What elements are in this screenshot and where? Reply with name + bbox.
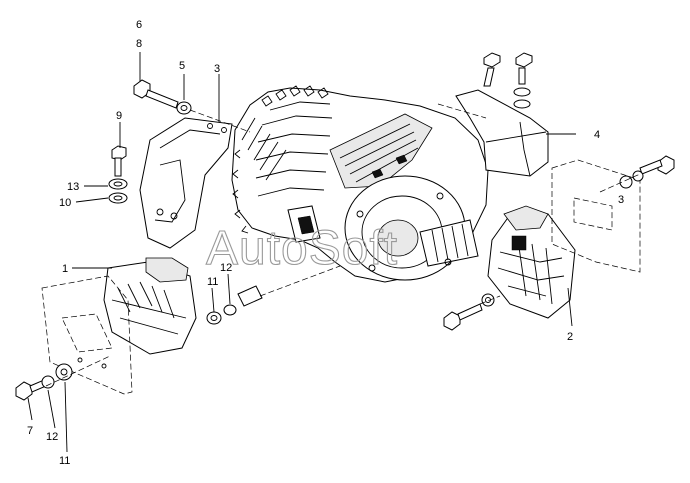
- callout-3-right: 3: [618, 194, 624, 206]
- callout-11-mid: 11: [207, 276, 218, 288]
- left-mounting-bracket: [139, 117, 233, 249]
- callout-1: 1: [62, 263, 68, 275]
- callout-12-mid: 12: [220, 262, 232, 274]
- callout-8: 8: [136, 38, 142, 50]
- leader-lines: [27, 52, 641, 453]
- callout-4: 4: [594, 129, 600, 141]
- callout-9: 9: [116, 110, 122, 122]
- callout-6: 6: [136, 19, 142, 31]
- callout-7: 7: [27, 425, 33, 437]
- right-frame-plate: [551, 159, 641, 273]
- callout-11-bottom: 11: [59, 455, 70, 467]
- left-frame-plate: [41, 275, 133, 395]
- callout-labels: 6 8 5 3 9 13 10 1 12 11 4 3 2 7 12 11: [27, 19, 624, 467]
- right-top-bracket: [437, 89, 549, 177]
- left-engine-mount: [103, 257, 197, 355]
- transmission-housing: [231, 85, 489, 283]
- callout-13: 13: [67, 181, 79, 193]
- callout-2: 2: [567, 331, 573, 343]
- callout-5: 5: [179, 60, 185, 72]
- watermark-text: AutoSoft: [206, 222, 398, 275]
- callout-12-bottom: 12: [46, 431, 58, 443]
- callout-10: 10: [59, 197, 71, 209]
- callout-3-left: 3: [214, 63, 220, 75]
- right-engine-mount: [487, 205, 576, 319]
